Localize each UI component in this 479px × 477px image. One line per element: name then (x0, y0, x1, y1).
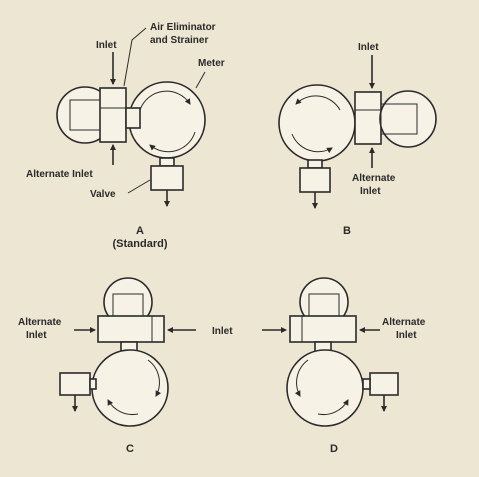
config-a: Inlet Air Eliminator and Strainer Meter … (26, 22, 225, 250)
label-alternate-b-2: Inlet (360, 186, 381, 197)
label-alternate-d-1: Alternate (382, 317, 426, 328)
air-eliminator-leader (123, 27, 147, 87)
label-alternate-d-2: Inlet (396, 330, 417, 341)
label-alternate-c-2: Inlet (26, 330, 47, 341)
valve-b (299, 167, 331, 193)
caption-d: D (330, 443, 338, 455)
caption-b: B (343, 225, 351, 237)
label-inlet-cd: Inlet (212, 326, 233, 337)
air-eliminator-block-a (99, 87, 127, 143)
config-d: Alternate Inlet D (262, 277, 426, 455)
config-b: Inlet Alternate Inlet B (278, 42, 437, 237)
caption-a-standard: (Standard) (113, 238, 168, 250)
valve-a (150, 165, 184, 191)
air-eliminator-block-b (354, 91, 382, 145)
label-valve: Valve (90, 189, 116, 200)
label-alternate-b-1: Alternate (352, 173, 396, 184)
label-alternate-inlet-a: Alternate Inlet (26, 169, 93, 180)
label-air-eliminator-1: Air Eliminator (150, 22, 216, 33)
valve-leader (127, 179, 151, 194)
caption-a: A (136, 225, 144, 237)
meter-leader (195, 71, 206, 89)
strainer-bowl-b (379, 90, 437, 148)
caption-c: C (126, 443, 134, 455)
config-c: Alternate Inlet C (18, 277, 196, 455)
air-eliminator-block-d (289, 315, 357, 343)
label-inlet-b: Inlet (358, 42, 379, 53)
label-inlet-a: Inlet (96, 40, 117, 51)
valve-d (369, 372, 399, 396)
label-meter: Meter (198, 58, 225, 69)
label-alternate-c-1: Alternate (18, 317, 62, 328)
label-air-eliminator-2: and Strainer (150, 35, 208, 46)
valve-c (59, 372, 91, 396)
air-eliminator-block-c (97, 315, 165, 343)
